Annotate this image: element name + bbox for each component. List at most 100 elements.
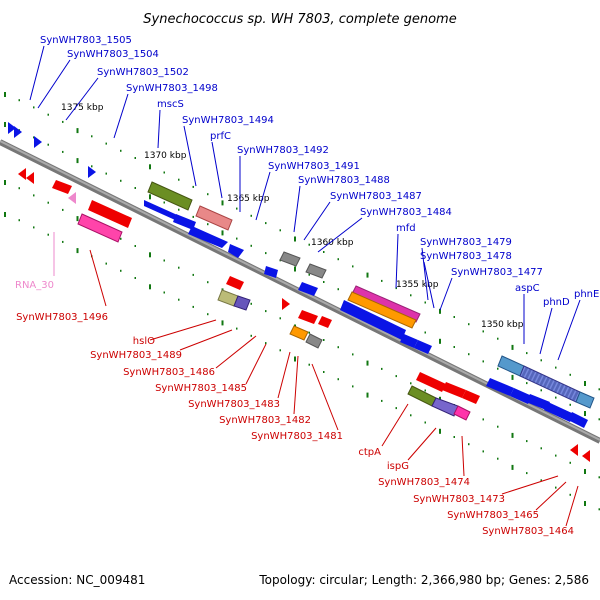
tick-mark — [323, 251, 325, 253]
gene-label: mscS — [157, 99, 184, 110]
forward-gene-arrow — [228, 244, 244, 258]
tick-mark — [540, 447, 542, 450]
forward-gene-arrow — [298, 282, 318, 296]
gene-box — [431, 397, 459, 417]
gene-label: aspC — [515, 283, 540, 294]
gene-label: SynWH7803_1478 — [420, 251, 512, 262]
accession-info: Accession: NC_009481 — [9, 573, 145, 587]
leader-line — [29, 45, 45, 101]
tick-mark — [584, 469, 586, 474]
tick-mark — [395, 407, 397, 410]
tick-mark — [584, 501, 586, 506]
kbp-marker: 1370 kbp — [144, 151, 187, 161]
tick-mark — [250, 334, 252, 337]
gene-label: SynWH7803_1502 — [97, 67, 189, 78]
gene-label: SynWH7803_1481 — [251, 431, 343, 442]
tick-mark — [62, 240, 64, 243]
tick-mark — [569, 461, 571, 464]
tick-mark — [47, 113, 49, 116]
rna-gene-arrow — [68, 192, 76, 204]
tick-mark — [598, 508, 600, 511]
gene-label: SynWH7803_1496 — [16, 312, 108, 323]
leader-line — [311, 363, 339, 431]
tick-mark — [265, 252, 267, 255]
tick-mark — [47, 201, 49, 204]
tick-mark — [76, 128, 79, 134]
tick-mark — [134, 157, 136, 159]
tick-mark — [4, 180, 6, 185]
tick-mark — [453, 316, 455, 318]
gene-label: SynWH7803_1464 — [482, 526, 574, 537]
gene-box — [195, 205, 233, 231]
tick-mark — [18, 187, 20, 190]
tick-mark — [221, 320, 224, 326]
tick-mark — [105, 262, 107, 265]
gene-label: SynWH7803_1498 — [126, 83, 218, 94]
forward-gene-arrow — [414, 340, 432, 354]
kbp-marker: 1375 kbp — [61, 103, 104, 113]
tick-mark — [76, 216, 79, 222]
tick-mark — [323, 371, 325, 373]
tick-mark — [149, 252, 151, 258]
reverse-gene-arrow — [282, 298, 290, 310]
reverse-gene-arrow — [26, 172, 34, 184]
tick-mark — [163, 259, 165, 262]
tick-mark — [178, 208, 180, 211]
tick-mark — [511, 432, 514, 438]
tick-mark — [192, 215, 194, 218]
tick-mark — [47, 233, 49, 236]
gene-box — [147, 181, 193, 211]
tick-mark — [163, 291, 165, 294]
gene-label: SynWH7803_1489 — [90, 350, 182, 361]
tick-mark — [178, 298, 180, 301]
tick-mark — [555, 486, 557, 489]
gene-box — [305, 333, 323, 349]
reverse-gene-arrow — [298, 310, 318, 324]
gene-label: SynWH7803_1504 — [67, 49, 159, 60]
gene-label: SynWH7803_1491 — [268, 161, 360, 172]
leader-line — [439, 277, 453, 311]
leader-line — [303, 201, 331, 241]
tick-mark — [62, 120, 64, 123]
reverse-gene-labels: SynWH7803_1496 hslO SynWH7803_1489 SynWH… — [16, 312, 574, 537]
tick-mark — [134, 187, 136, 189]
tick-mark — [221, 200, 224, 206]
tick-mark — [424, 389, 426, 392]
tick-mark — [33, 136, 35, 139]
tick-mark — [308, 273, 310, 276]
gene-box — [289, 325, 309, 341]
leader-line — [113, 93, 129, 139]
tick-mark — [250, 244, 252, 247]
tick-mark — [352, 265, 354, 268]
gene-label: phnD — [543, 297, 570, 308]
forward-gene-arrow — [568, 412, 588, 428]
forward-gene-arrow — [88, 166, 96, 178]
leader-line — [293, 355, 299, 415]
gene-label: SynWH7803_1485 — [155, 383, 247, 394]
gene-label: SynWH7803_1474 — [378, 477, 470, 488]
gene-box — [453, 405, 471, 421]
kbp-marker: 1365 kbp — [227, 194, 270, 204]
reverse-gene-arrow — [442, 382, 466, 398]
kbp-marker: 1360 kbp — [311, 238, 354, 248]
tick-mark — [192, 273, 194, 276]
tick-mark — [207, 281, 209, 284]
tick-mark — [395, 287, 397, 290]
tick-mark — [482, 418, 484, 421]
tick-mark — [91, 135, 93, 138]
gene-label: mfd — [396, 223, 416, 234]
tick-mark — [294, 236, 296, 242]
length-value: 2,366,980 bp — [420, 573, 501, 587]
tick-mark — [569, 493, 571, 496]
tick-mark — [265, 342, 267, 345]
tick-mark — [192, 305, 194, 308]
tick-mark — [366, 360, 369, 366]
tick-mark — [511, 464, 514, 470]
gene-label: SynWH7803_1483 — [188, 399, 280, 410]
tick-mark — [62, 208, 64, 211]
gene-label: SynWH7803_1477 — [451, 267, 543, 278]
tick-mark — [134, 245, 136, 247]
tick-mark — [323, 281, 325, 283]
gene-label: SynWH7803_1465 — [447, 510, 539, 521]
gene-features — [8, 122, 595, 462]
